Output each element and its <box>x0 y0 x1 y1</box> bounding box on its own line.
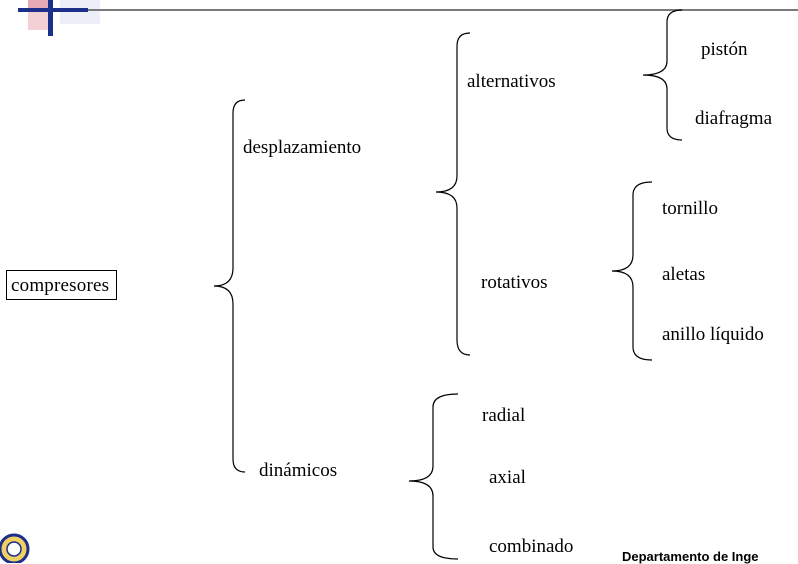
node-dinamicos: dinámicos <box>259 460 338 481</box>
node-desplazamiento: desplazamiento <box>243 137 362 158</box>
brace-rotativos <box>611 181 653 361</box>
leaf-combinado: combinado <box>489 536 574 557</box>
leaf-radial: radial <box>482 405 526 426</box>
slide-corner-mark <box>18 0 100 36</box>
node-alternativos: alternativos <box>467 71 556 92</box>
brace-dinamicos <box>408 393 459 560</box>
leaf-piston: pistón <box>701 39 748 60</box>
brace-desplazamiento <box>435 32 471 356</box>
footer-department: Departamento de Inge <box>622 549 759 564</box>
node-rotativos: rotativos <box>481 272 548 293</box>
leaf-tornillo: tornillo <box>662 198 718 219</box>
brace-compresores <box>213 99 246 473</box>
leaf-aletas: aletas <box>662 264 706 285</box>
root-node-compresores: compresores <box>6 270 118 300</box>
leaf-axial: axial <box>489 467 526 488</box>
university-logo-icon <box>0 533 30 563</box>
leaf-diafragma: diafragma <box>695 108 773 129</box>
brace-alternativos <box>642 9 683 141</box>
leaf-anillo-liquido: anillo líquido <box>662 324 764 345</box>
